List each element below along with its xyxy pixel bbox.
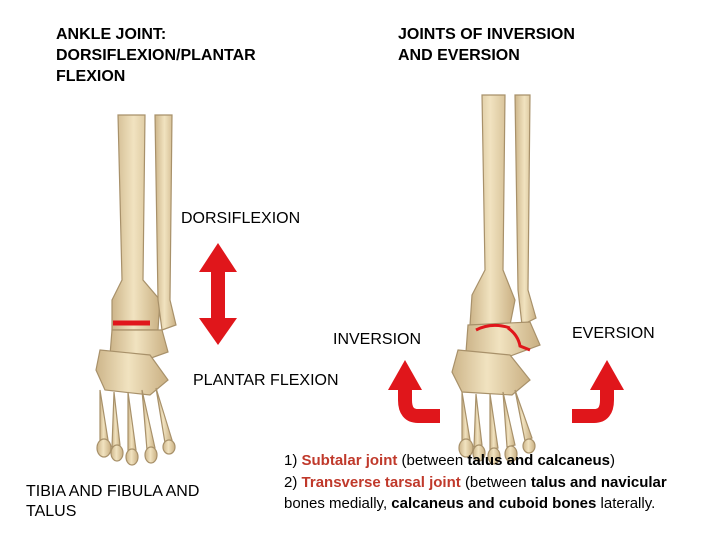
plantar-flexion-label: PLANTAR FLEXION bbox=[193, 372, 339, 389]
dorsiflexion-label: DORSIFLEXION bbox=[181, 210, 301, 227]
inversion-label: INVERSION bbox=[333, 331, 422, 348]
transverse-tarsal-joint-highlight bbox=[507, 326, 531, 352]
right-foot-illustration bbox=[451, 94, 541, 465]
tibia-fibula-talus-label: TIBIA AND FIBULA AND TALUS bbox=[26, 483, 200, 520]
eversion-curved-arrow-icon bbox=[572, 360, 624, 423]
double-headed-vertical-arrow-icon bbox=[199, 243, 237, 345]
note-subtalar: 1) Subtalar joint (between talus and cal… bbox=[284, 452, 615, 469]
eversion-label: EVERSION bbox=[572, 325, 655, 342]
note-transverse-tarsal: 2) Transverse tarsal joint (between talu… bbox=[284, 473, 667, 513]
subtalar-joint-term: Subtalar joint bbox=[301, 452, 398, 469]
joint-notes: 1) Subtalar joint (between talus and cal… bbox=[284, 450, 704, 515]
transverse-tarsal-joint-term: Transverse tarsal joint bbox=[301, 473, 461, 491]
left-foot-illustration bbox=[95, 114, 177, 466]
subtalar-joint-highlight bbox=[475, 323, 511, 332]
left-title: ANKLE JOINT: DORSIFLEXION/PLANTAR FLEXIO… bbox=[56, 26, 256, 85]
inversion-curved-arrow-icon bbox=[388, 360, 440, 423]
right-title: JOINTS OF INVERSION AND EVERSION bbox=[398, 26, 575, 64]
